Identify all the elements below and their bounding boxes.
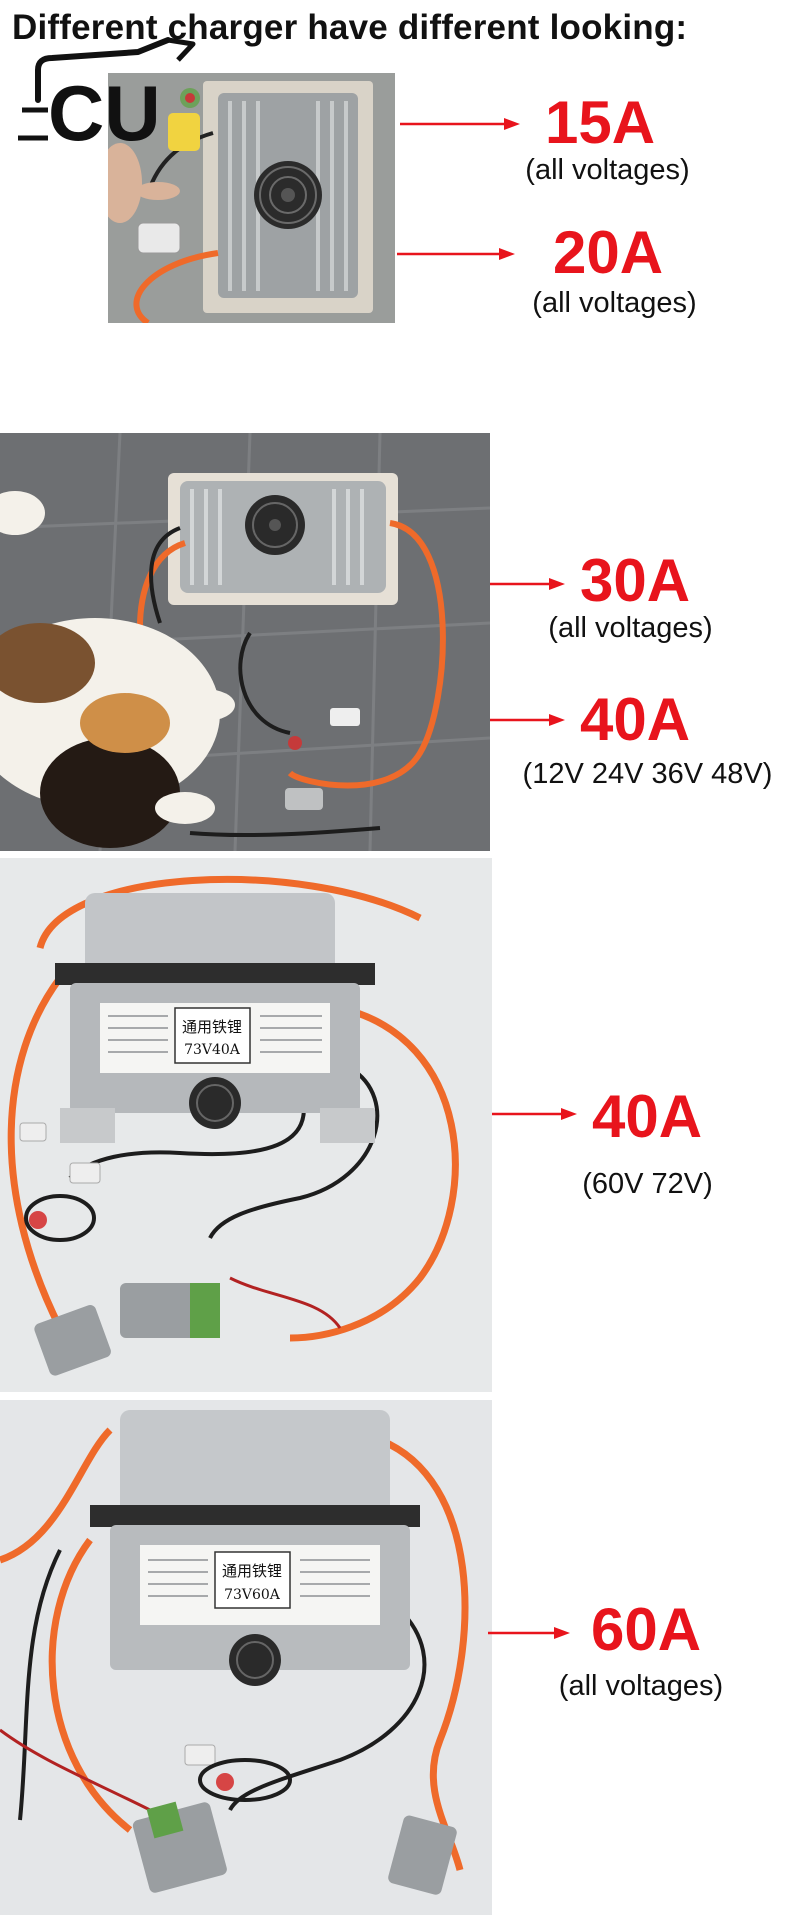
- cu-logo: CU: [18, 30, 198, 157]
- charger-label-line2: 73V40A: [184, 1042, 241, 1058]
- voltage-note: (all voltages): [558, 1670, 724, 1702]
- voltage-note: (12V 24V 36V 48V): [522, 758, 773, 790]
- arrow-icon: [488, 1623, 570, 1643]
- voltage-note: (60V 72V): [582, 1168, 713, 1200]
- charger-30a-40a-photo: [0, 433, 490, 851]
- charger-label-line2: 73V60A: [224, 1587, 281, 1603]
- arrow-icon: [490, 710, 565, 730]
- charger-60a-photo: 通用铁锂 73V60A: [0, 1400, 492, 1915]
- arrow-icon: [400, 114, 520, 134]
- amp-rating-60a: 60A: [590, 1596, 702, 1663]
- amp-rating-15a: 15A: [544, 89, 656, 156]
- charger-label-line1: 通用铁锂: [182, 1018, 242, 1036]
- amp-rating-40a: 40A: [579, 686, 691, 753]
- charger-15a-20a-photo: [108, 73, 395, 323]
- amp-rating-20a: 20A: [552, 219, 664, 286]
- amp-rating-30a: 30A: [579, 547, 691, 614]
- charger-label-line1: 通用铁锂: [222, 1562, 282, 1580]
- page-headline: Different charger have different looking…: [12, 8, 688, 47]
- voltage-note: (all voltages): [525, 154, 690, 186]
- voltage-note: (all voltages): [532, 287, 697, 319]
- charger-40a-photo: 通用铁锂 73V40A: [0, 858, 492, 1392]
- voltage-note: (all voltages): [548, 612, 713, 644]
- arrow-icon: [492, 1104, 577, 1124]
- logo-text: CU: [48, 69, 161, 150]
- arrow-icon: [397, 244, 515, 264]
- amp-rating-40a: 40A: [591, 1083, 703, 1150]
- arrow-icon: [490, 574, 565, 594]
